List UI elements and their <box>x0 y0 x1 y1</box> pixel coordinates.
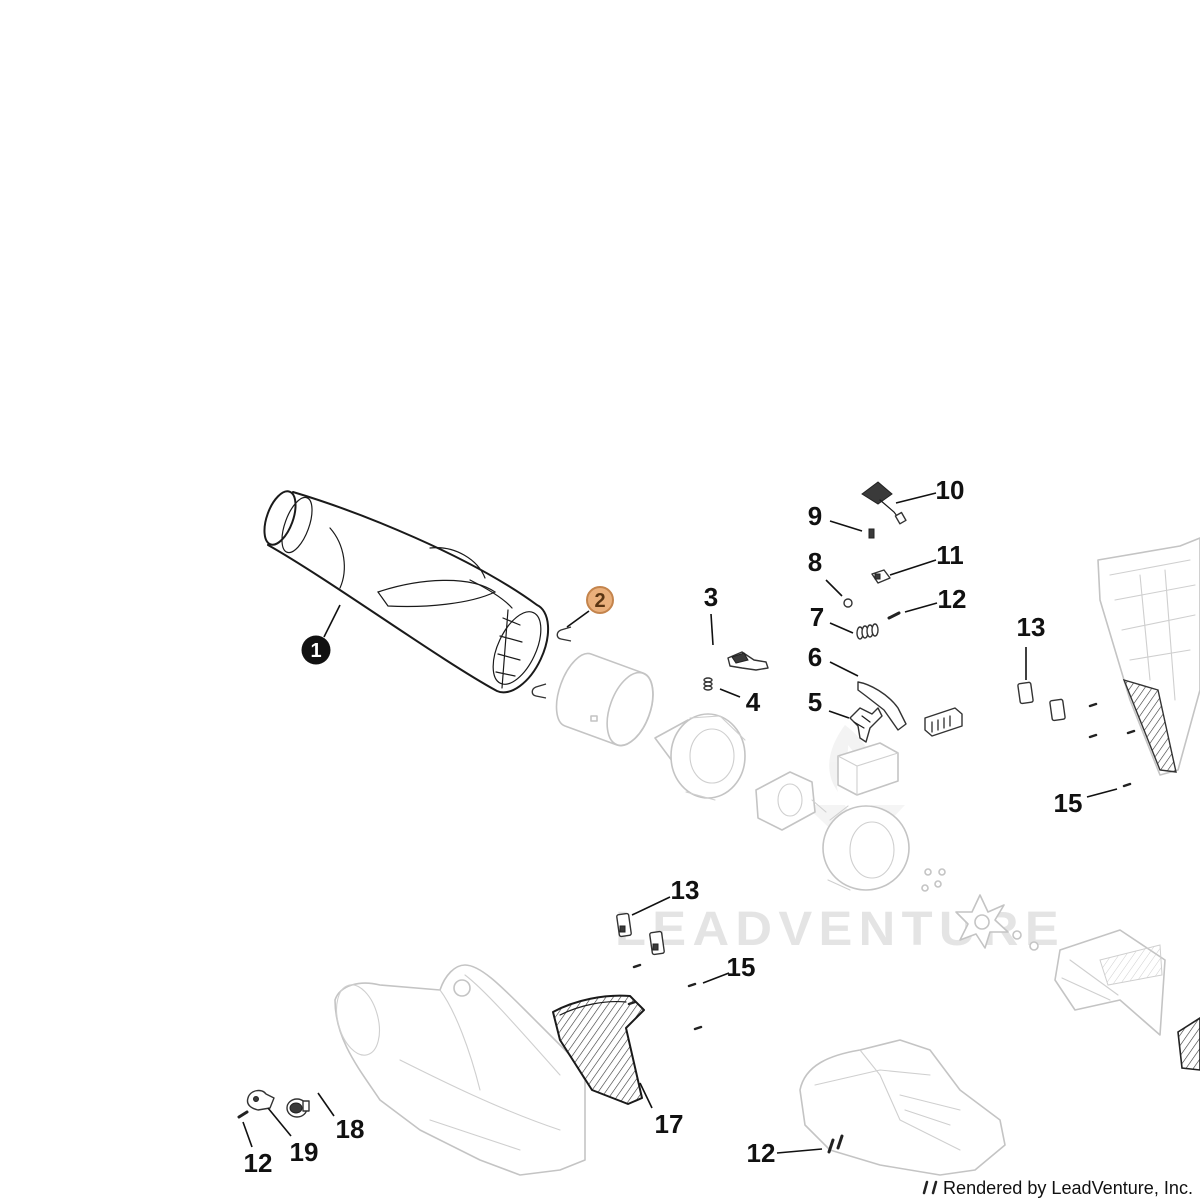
callout-label-11[interactable]: 11 <box>936 540 964 570</box>
part-spring-small[interactable] <box>703 677 713 691</box>
leader-line <box>829 622 854 634</box>
part-pad-right[interactable] <box>1017 681 1066 722</box>
part-pad-lower[interactable] <box>616 912 665 956</box>
leader-line <box>825 579 843 597</box>
part-switch[interactable] <box>849 707 883 743</box>
part-lever[interactable] <box>727 651 769 671</box>
callout-label-5[interactable]: 5 <box>808 687 822 717</box>
callout-label-3[interactable]: 3 <box>704 582 718 612</box>
leader-line <box>267 1107 292 1137</box>
leader-line <box>639 1082 653 1109</box>
part-screws-right[interactable] <box>1088 702 1136 788</box>
callout-label-9[interactable]: 9 <box>808 501 822 531</box>
part-trigger[interactable] <box>857 681 907 731</box>
leader-line <box>889 559 937 576</box>
callout-label-15-lower[interactable]: 15 <box>727 952 756 982</box>
callout-label-12-upper[interactable]: 12 <box>938 584 967 614</box>
leader-line <box>631 896 671 916</box>
footer-credit: Rendered by LeadVenture, Inc. <box>943 1178 1193 1198</box>
part-connector <box>924 707 963 737</box>
part-base-housing <box>799 1039 1006 1176</box>
callout-label-12-bottom-middle[interactable]: 12 <box>747 1138 776 1168</box>
part-motor-housing <box>822 805 910 891</box>
callout-label-7[interactable]: 7 <box>810 602 824 632</box>
part-lock-knob[interactable] <box>861 481 907 525</box>
leader-line <box>702 972 730 984</box>
callout-label-19[interactable]: 19 <box>290 1137 319 1167</box>
callout-label-13-right[interactable]: 13 <box>1017 612 1046 642</box>
callout-1[interactable]: 1 <box>301 635 331 665</box>
leader-line <box>317 1092 335 1117</box>
leader-line <box>710 613 714 646</box>
leader-line <box>828 710 850 719</box>
part-washer[interactable] <box>843 598 853 608</box>
part-button[interactable] <box>286 1098 310 1118</box>
leader-line <box>323 604 341 638</box>
part-grid-cover[interactable] <box>552 994 645 1105</box>
callout-label-12-bottom-left[interactable]: 12 <box>244 1148 273 1178</box>
callout-label-1[interactable]: 1 <box>310 640 321 662</box>
leader-line <box>719 688 741 698</box>
callout-label-17[interactable]: 17 <box>655 1109 684 1139</box>
part-screw-bottom-left[interactable] <box>237 1110 249 1119</box>
part-screws-lower[interactable] <box>627 963 703 1031</box>
leader-line <box>829 661 859 677</box>
callout-2[interactable]: 2 <box>586 586 614 614</box>
leader-line <box>1086 788 1118 798</box>
callout-label-10[interactable]: 10 <box>936 475 965 505</box>
part-blower-tube[interactable] <box>258 487 550 694</box>
leader-line <box>242 1121 253 1148</box>
part-controller-box <box>837 742 899 796</box>
callout-label-8[interactable]: 8 <box>808 547 822 577</box>
callout-label-18[interactable]: 18 <box>336 1114 365 1144</box>
leader-line <box>776 1148 823 1154</box>
part-grid-corner <box>1177 1017 1200 1071</box>
part-lock-block[interactable] <box>871 569 891 584</box>
part-grid-right <box>1122 678 1177 773</box>
leader-line <box>829 520 863 532</box>
callout-label-6[interactable]: 6 <box>808 642 822 672</box>
part-clips[interactable] <box>531 626 572 699</box>
part-screws-bottom-middle[interactable] <box>827 1134 844 1154</box>
callout-label-4[interactable]: 4 <box>746 687 761 717</box>
part-trigger-spring[interactable] <box>856 623 879 640</box>
leader-line <box>904 602 938 613</box>
part-filter-cylinder <box>555 652 654 747</box>
leader-line <box>566 610 590 628</box>
part-screws-fan <box>921 868 946 892</box>
part-lower-housing-right <box>1054 929 1166 1036</box>
part-lower-housing-left <box>334 964 586 1176</box>
part-bracket[interactable] <box>246 1089 275 1111</box>
callout-label-2[interactable]: 2 <box>594 590 605 612</box>
footer-screw-icon <box>922 1180 938 1195</box>
part-fan-housing <box>654 713 746 801</box>
part-impeller <box>955 894 1039 951</box>
part-upper-housing-right <box>1097 537 1200 776</box>
leader-line <box>895 492 937 504</box>
callout-label-15-right[interactable]: 15 <box>1054 788 1083 818</box>
callout-label-13-lower[interactable]: 13 <box>671 875 700 905</box>
part-pin[interactable] <box>868 528 875 539</box>
part-motor <box>755 771 827 831</box>
part-screw-upper[interactable] <box>887 611 901 620</box>
